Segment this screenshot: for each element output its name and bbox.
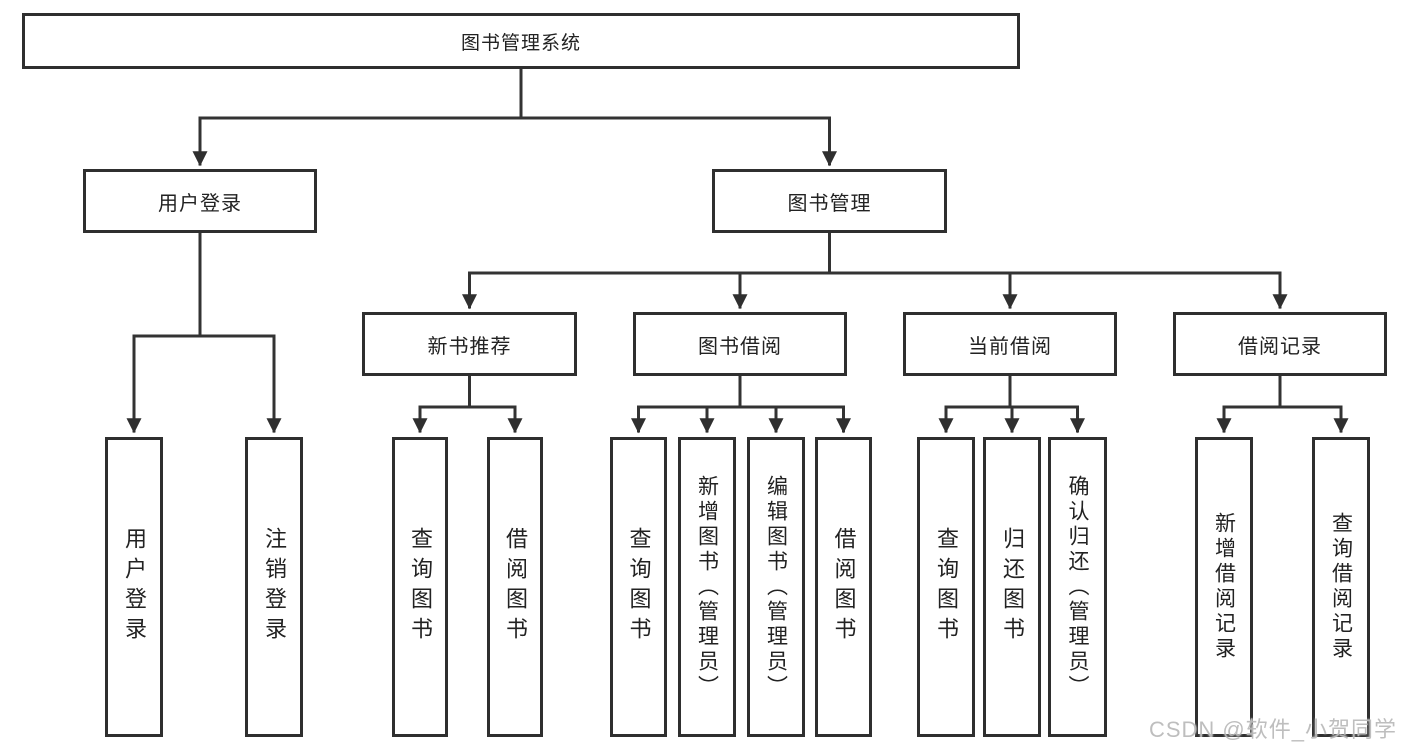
node-label: 归还图书 <box>1000 527 1025 647</box>
leaf-logout: 注销登录 <box>245 437 303 737</box>
leaf-borrow-book: 借阅图书 <box>815 437 872 737</box>
leaf-query-book-borrow: 查询图书 <box>610 437 667 737</box>
node-borrow-records: 借阅记录 <box>1173 312 1387 376</box>
leaf-query-book-current: 查询图书 <box>917 437 975 737</box>
node-label: 查询图书 <box>408 527 433 647</box>
watermark: CSDN @软件_小贺同学 <box>1148 717 1397 742</box>
node-label: 查询借阅记录 <box>1329 512 1353 662</box>
node-new-book-recommend: 新书推荐 <box>362 312 577 376</box>
node-label: 当前借阅 <box>968 335 1052 358</box>
node-label: 查询图书 <box>626 527 652 647</box>
leaf-edit-book-admin: 编辑图书（管理员） <box>747 437 805 737</box>
node-label: 新增图书（管理员） <box>695 474 719 700</box>
node-label: 用户登录 <box>122 527 147 647</box>
node-label: 注销登录 <box>262 527 287 647</box>
node-label: 借阅记录 <box>1238 335 1322 358</box>
leaf-return-book: 归还图书 <box>983 437 1041 737</box>
leaf-borrow-book-recommend: 借阅图书 <box>487 437 543 737</box>
node-current-borrow: 当前借阅 <box>903 312 1117 376</box>
node-root-library-system: 图书管理系统 <box>22 13 1020 69</box>
leaf-add-borrow-record: 新增借阅记录 <box>1195 437 1253 737</box>
node-book-management: 图书管理 <box>712 169 947 233</box>
node-label: 图书借阅 <box>698 335 782 358</box>
node-book-borrow: 图书借阅 <box>633 312 847 376</box>
leaf-confirm-return-admin: 确认归还（管理员） <box>1048 437 1107 737</box>
node-label: 用户登录 <box>158 192 242 215</box>
node-label: 图书管理 <box>787 192 872 215</box>
leaf-add-book-admin: 新增图书（管理员） <box>678 437 736 737</box>
node-user-login: 用户登录 <box>83 169 317 233</box>
node-label: 借阅图书 <box>503 527 528 647</box>
node-label: 编辑图书（管理员） <box>764 474 788 700</box>
node-label: 图书管理系统 <box>460 32 581 54</box>
node-label: 新增借阅记录 <box>1212 512 1236 662</box>
node-label: 新书推荐 <box>427 335 512 358</box>
node-label: 确认归还（管理员） <box>1066 474 1089 700</box>
node-label: 借阅图书 <box>831 527 857 647</box>
leaf-user-login: 用户登录 <box>105 437 163 737</box>
leaf-query-borrow-record: 查询借阅记录 <box>1312 437 1370 737</box>
leaf-query-book-recommend: 查询图书 <box>392 437 448 737</box>
node-label: 查询图书 <box>934 527 959 647</box>
